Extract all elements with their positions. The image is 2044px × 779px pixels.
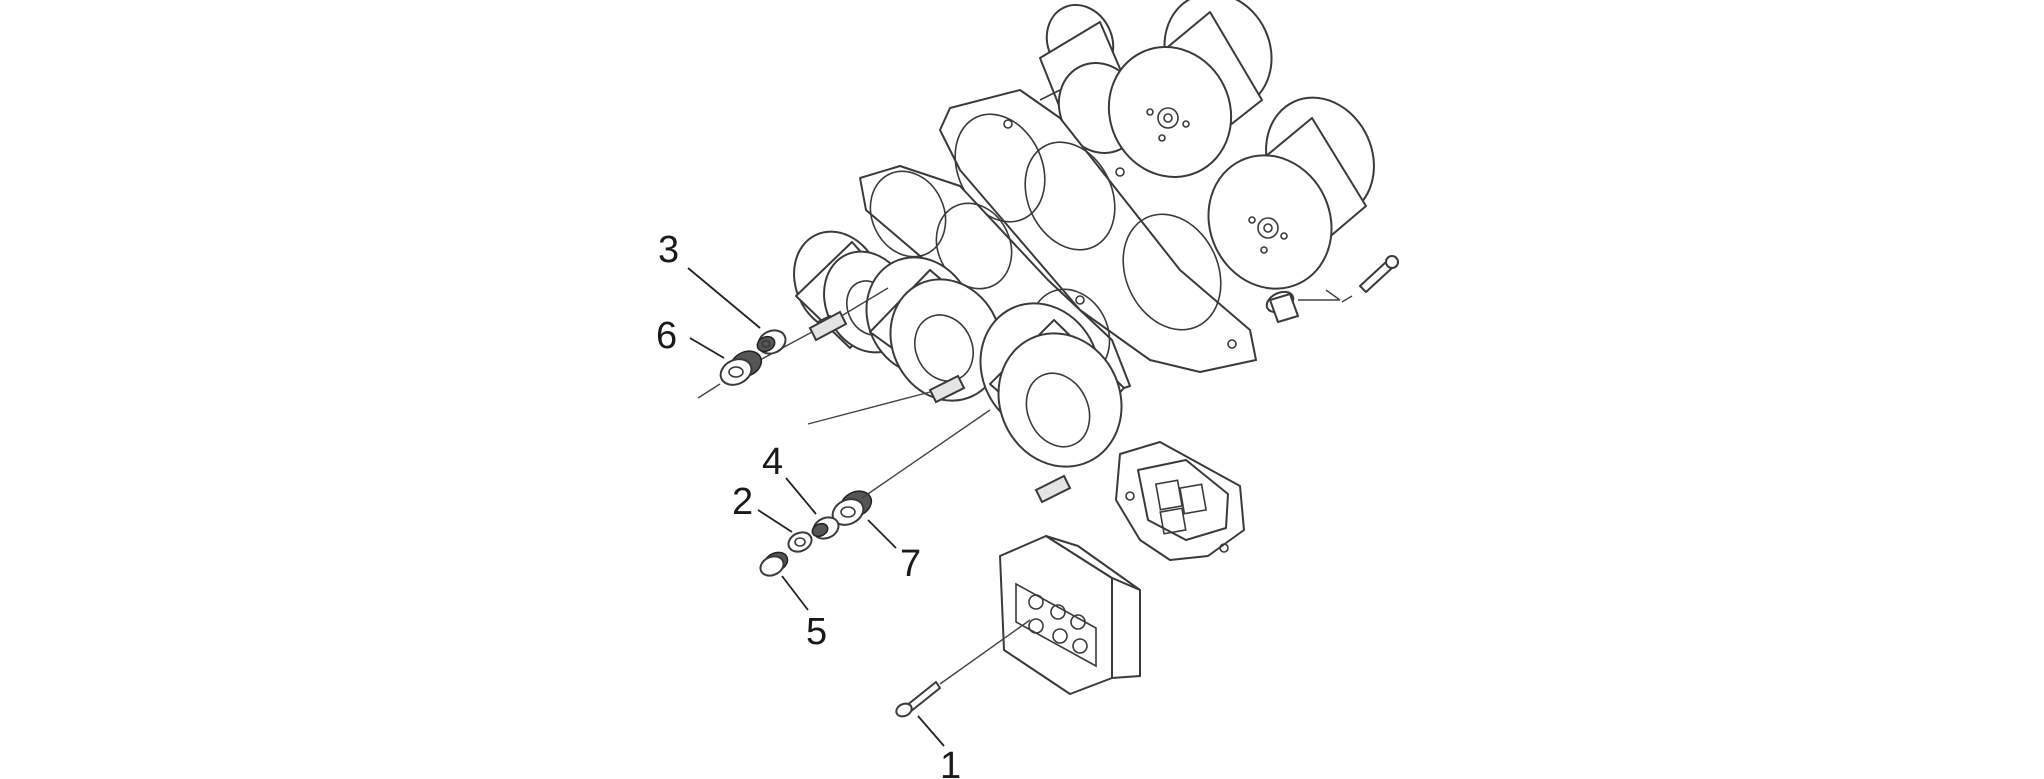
standoff-right: [1265, 289, 1341, 323]
callout-5: 5: [806, 611, 827, 653]
nut-5: [759, 551, 789, 577]
callout-3: 3: [658, 229, 679, 271]
leader-7: [867, 519, 897, 549]
callout-4: 4: [762, 441, 783, 483]
gauge-front-bottom: [979, 302, 1125, 468]
nut-7: [831, 409, 991, 526]
callout-7: 7: [900, 543, 921, 585]
leader-6: [689, 337, 725, 359]
gauge-front-middle: [817, 256, 1003, 402]
leader-5: [781, 575, 809, 611]
washer-3: [756, 329, 787, 355]
callout-2: 2: [732, 481, 753, 523]
washer-2: [787, 531, 813, 553]
leader-1: [917, 715, 945, 747]
stud-left: [759, 310, 848, 361]
screw-right: [1341, 255, 1399, 303]
gauge-back-top: [1107, 0, 1273, 178]
leader-4: [785, 477, 817, 515]
leader-2: [757, 509, 793, 533]
leader-3: [687, 267, 761, 329]
screw-1: [895, 619, 1031, 718]
stud-middle: [807, 374, 966, 425]
gauge-back-right: [1207, 96, 1375, 290]
nut-6: [719, 350, 763, 386]
stud-bottom: [1034, 474, 1072, 504]
axis-6: [697, 383, 721, 399]
callout-1: 1: [940, 745, 961, 779]
callout-6: 6: [656, 315, 677, 357]
connector-flange: [1115, 441, 1245, 561]
gauge-mounting-plate: [939, 89, 1257, 373]
washer-4: [811, 516, 840, 540]
connector-plug: [999, 535, 1141, 695]
